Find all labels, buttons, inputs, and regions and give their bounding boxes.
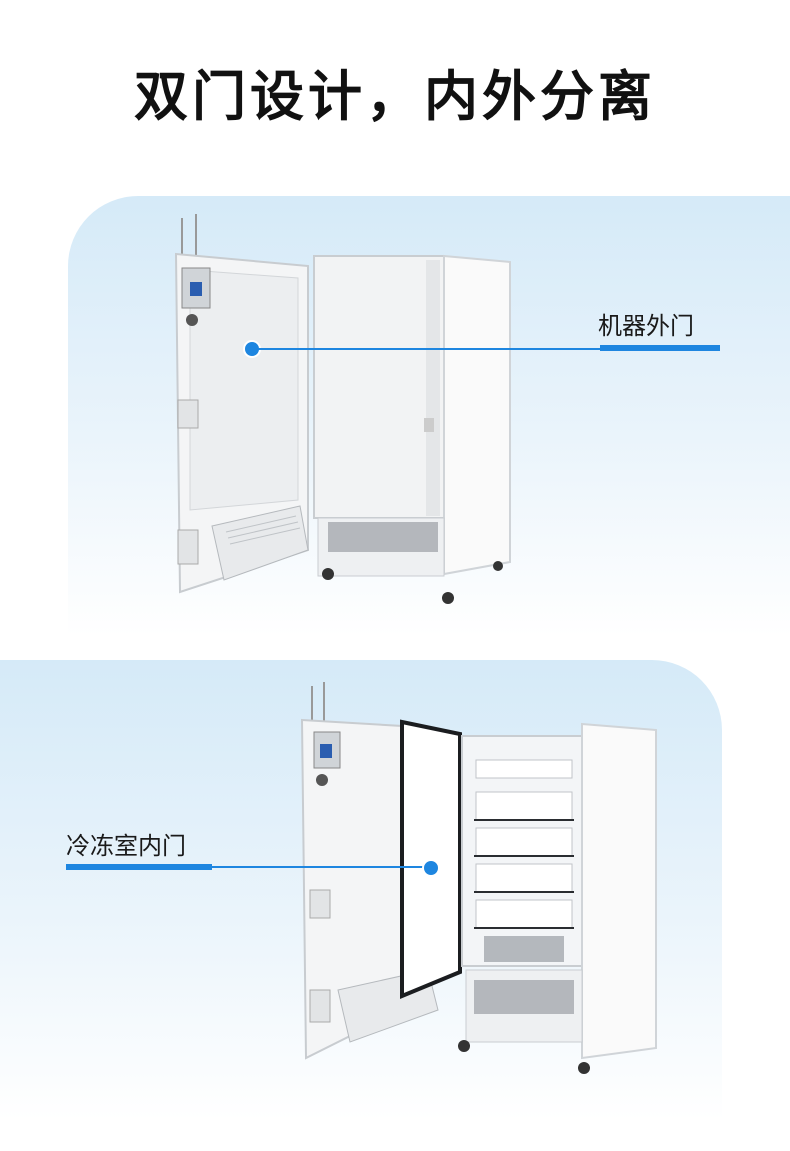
callout-label-inner-door: 冷冻室内门 bbox=[66, 832, 186, 860]
vending-machine-outer-door-open bbox=[174, 214, 511, 604]
callout-leader-inner-door bbox=[212, 866, 426, 868]
callout-label-outer-door: 机器外门 bbox=[598, 312, 694, 340]
callout-underline-outer-door bbox=[600, 345, 720, 351]
callout-dot-inner-door bbox=[422, 859, 440, 877]
page-title: 双门设计，内外分离 bbox=[134, 65, 656, 128]
vending-machine-inner-door-open bbox=[300, 682, 657, 1074]
callout-leader-outer-door bbox=[258, 348, 602, 350]
callout-underline-inner-door bbox=[66, 864, 212, 870]
